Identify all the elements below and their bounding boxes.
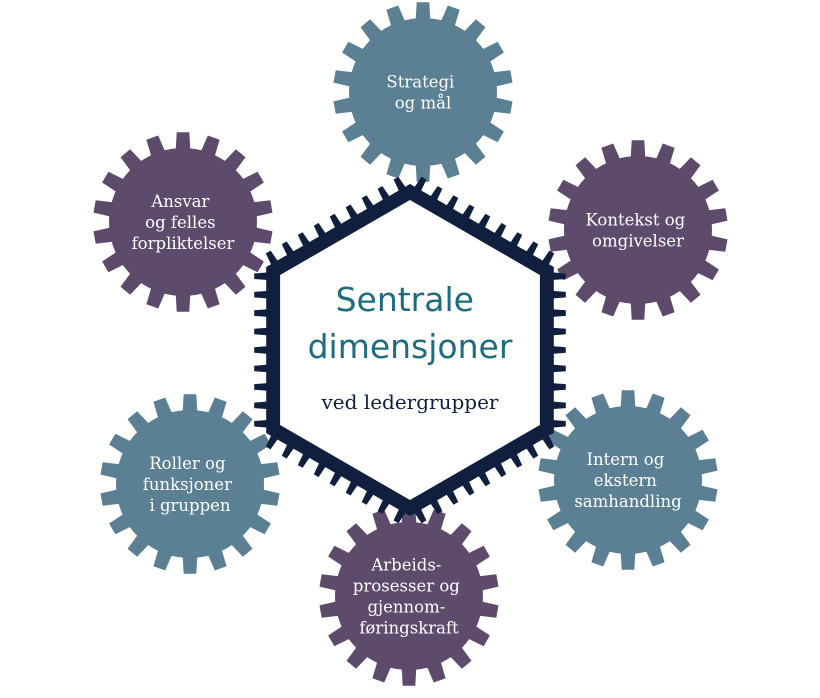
gear-strategi-label: Strategi og mål bbox=[386, 73, 459, 113]
gear-arbeidsprosesser-label: Arbeids- prosesser og gjennom- føringskr… bbox=[353, 556, 465, 638]
gear-ansvar-label: Ansvar og felles forpliktelser bbox=[132, 192, 235, 253]
center-hex-gear: Sentrale dimensjoner ved ledergrupper bbox=[254, 176, 566, 524]
gear-strategi-shape bbox=[333, 2, 513, 182]
gear-roller-shape bbox=[100, 394, 280, 574]
gear-samhandling-shape bbox=[538, 390, 718, 570]
gear-strategi: Strategi og mål bbox=[333, 2, 513, 182]
gear-kontekst-shape bbox=[548, 140, 728, 320]
gear-kontekst-label: Kontekst og omgivelser bbox=[586, 211, 691, 251]
center-title: Sentrale dimensjoner bbox=[308, 280, 513, 366]
gear-ansvar-shape bbox=[93, 132, 273, 312]
gear-roller-label: Roller og funksjoner i gruppen bbox=[143, 454, 237, 515]
gear-arbeidsprosesser: Arbeids- prosesser og gjennom- føringskr… bbox=[319, 506, 499, 686]
gear-arbeidsprosesser-shape bbox=[319, 506, 499, 686]
center-subtitle: ved ledergrupper bbox=[321, 390, 499, 414]
gear-roller: Roller og funksjoner i gruppen bbox=[100, 394, 280, 574]
gear-kontekst: Kontekst og omgivelser bbox=[548, 140, 728, 320]
gear-ansvar: Ansvar og felles forpliktelser bbox=[93, 132, 273, 312]
gear-samhandling: Intern og ekstern samhandling bbox=[538, 390, 718, 570]
gear-samhandling-label: Intern og ekstern samhandling bbox=[574, 450, 682, 511]
center-hex-face bbox=[280, 200, 540, 500]
